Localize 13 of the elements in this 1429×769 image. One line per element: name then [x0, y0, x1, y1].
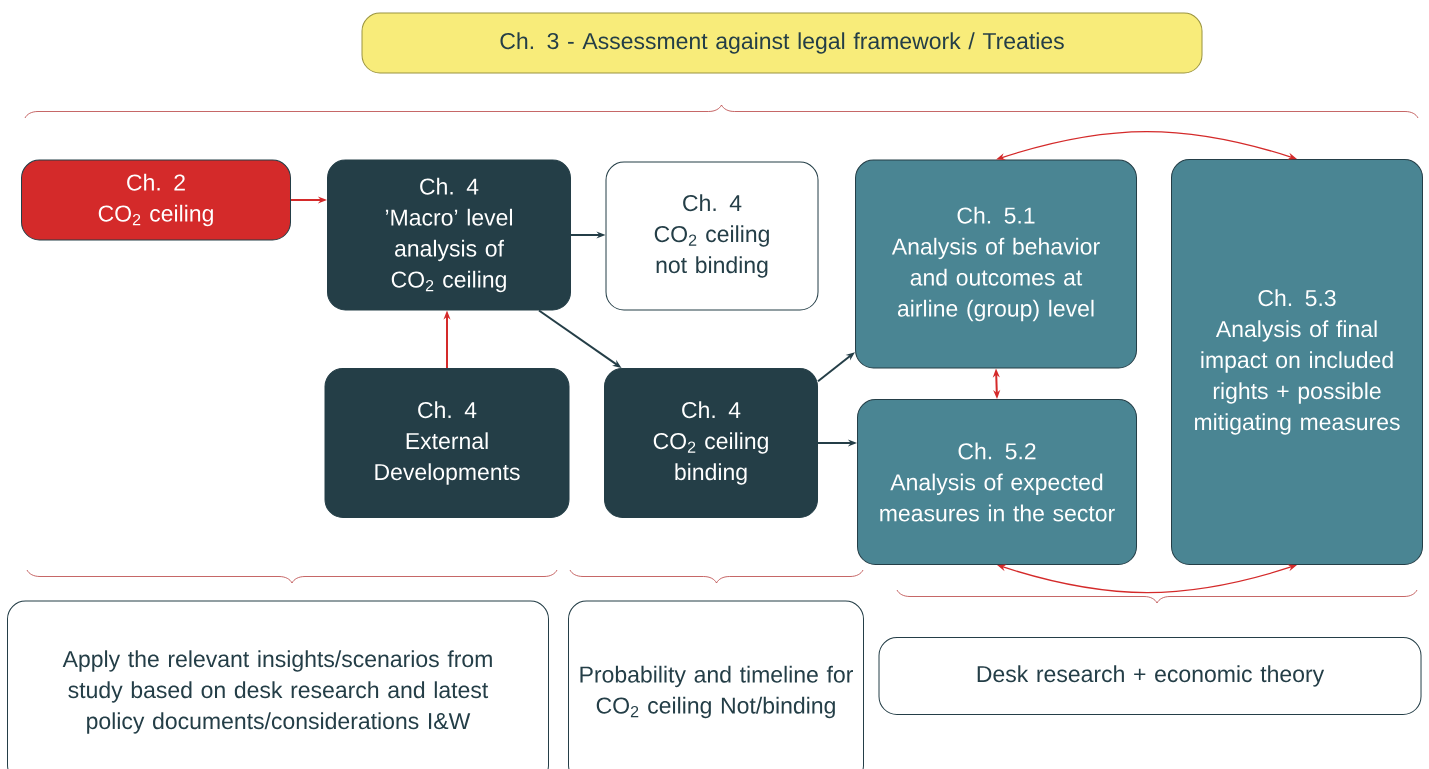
chapter-box: Ch. 4 ’Macro’ level analysis of CO$_{2}$ ceiling: [327, 159, 571, 311]
chapter-box: Ch. 3 - Assessment against legal framework / Treaties: [361, 12, 1203, 74]
chapter-box: Ch. 5.2 Analysis of expected measures in the sector: [857, 399, 1137, 565]
note-box: Apply the relevant insights/scenarios from study based on desk research and latest policy documents/considerations I&W: [7, 600, 549, 769]
arrow: [817, 352, 855, 383]
chapter-box: Ch. 5.3 Analysis of final impact on included rights + possible mitigating measures: [1171, 159, 1423, 565]
chapter-box: Ch. 4 External Developments: [324, 368, 570, 518]
note-box: Probability and timeline for CO$_{2}$ ceiling Not/binding: [568, 600, 864, 769]
note-box: Desk research + economic theory: [878, 637, 1422, 715]
chapter-box: Ch. 4 CO$_{2}$ ceiling binding: [604, 368, 818, 518]
chapter-box: Ch. 5.1 Analysis of behavior and outcomes at airline (group) level: [855, 159, 1137, 369]
chapter-box: Ch. 2 CO$_{2}$ ceiling: [21, 159, 291, 241]
chapter-box: Ch. 4 CO$_{2}$ ceiling not binding: [605, 161, 819, 311]
